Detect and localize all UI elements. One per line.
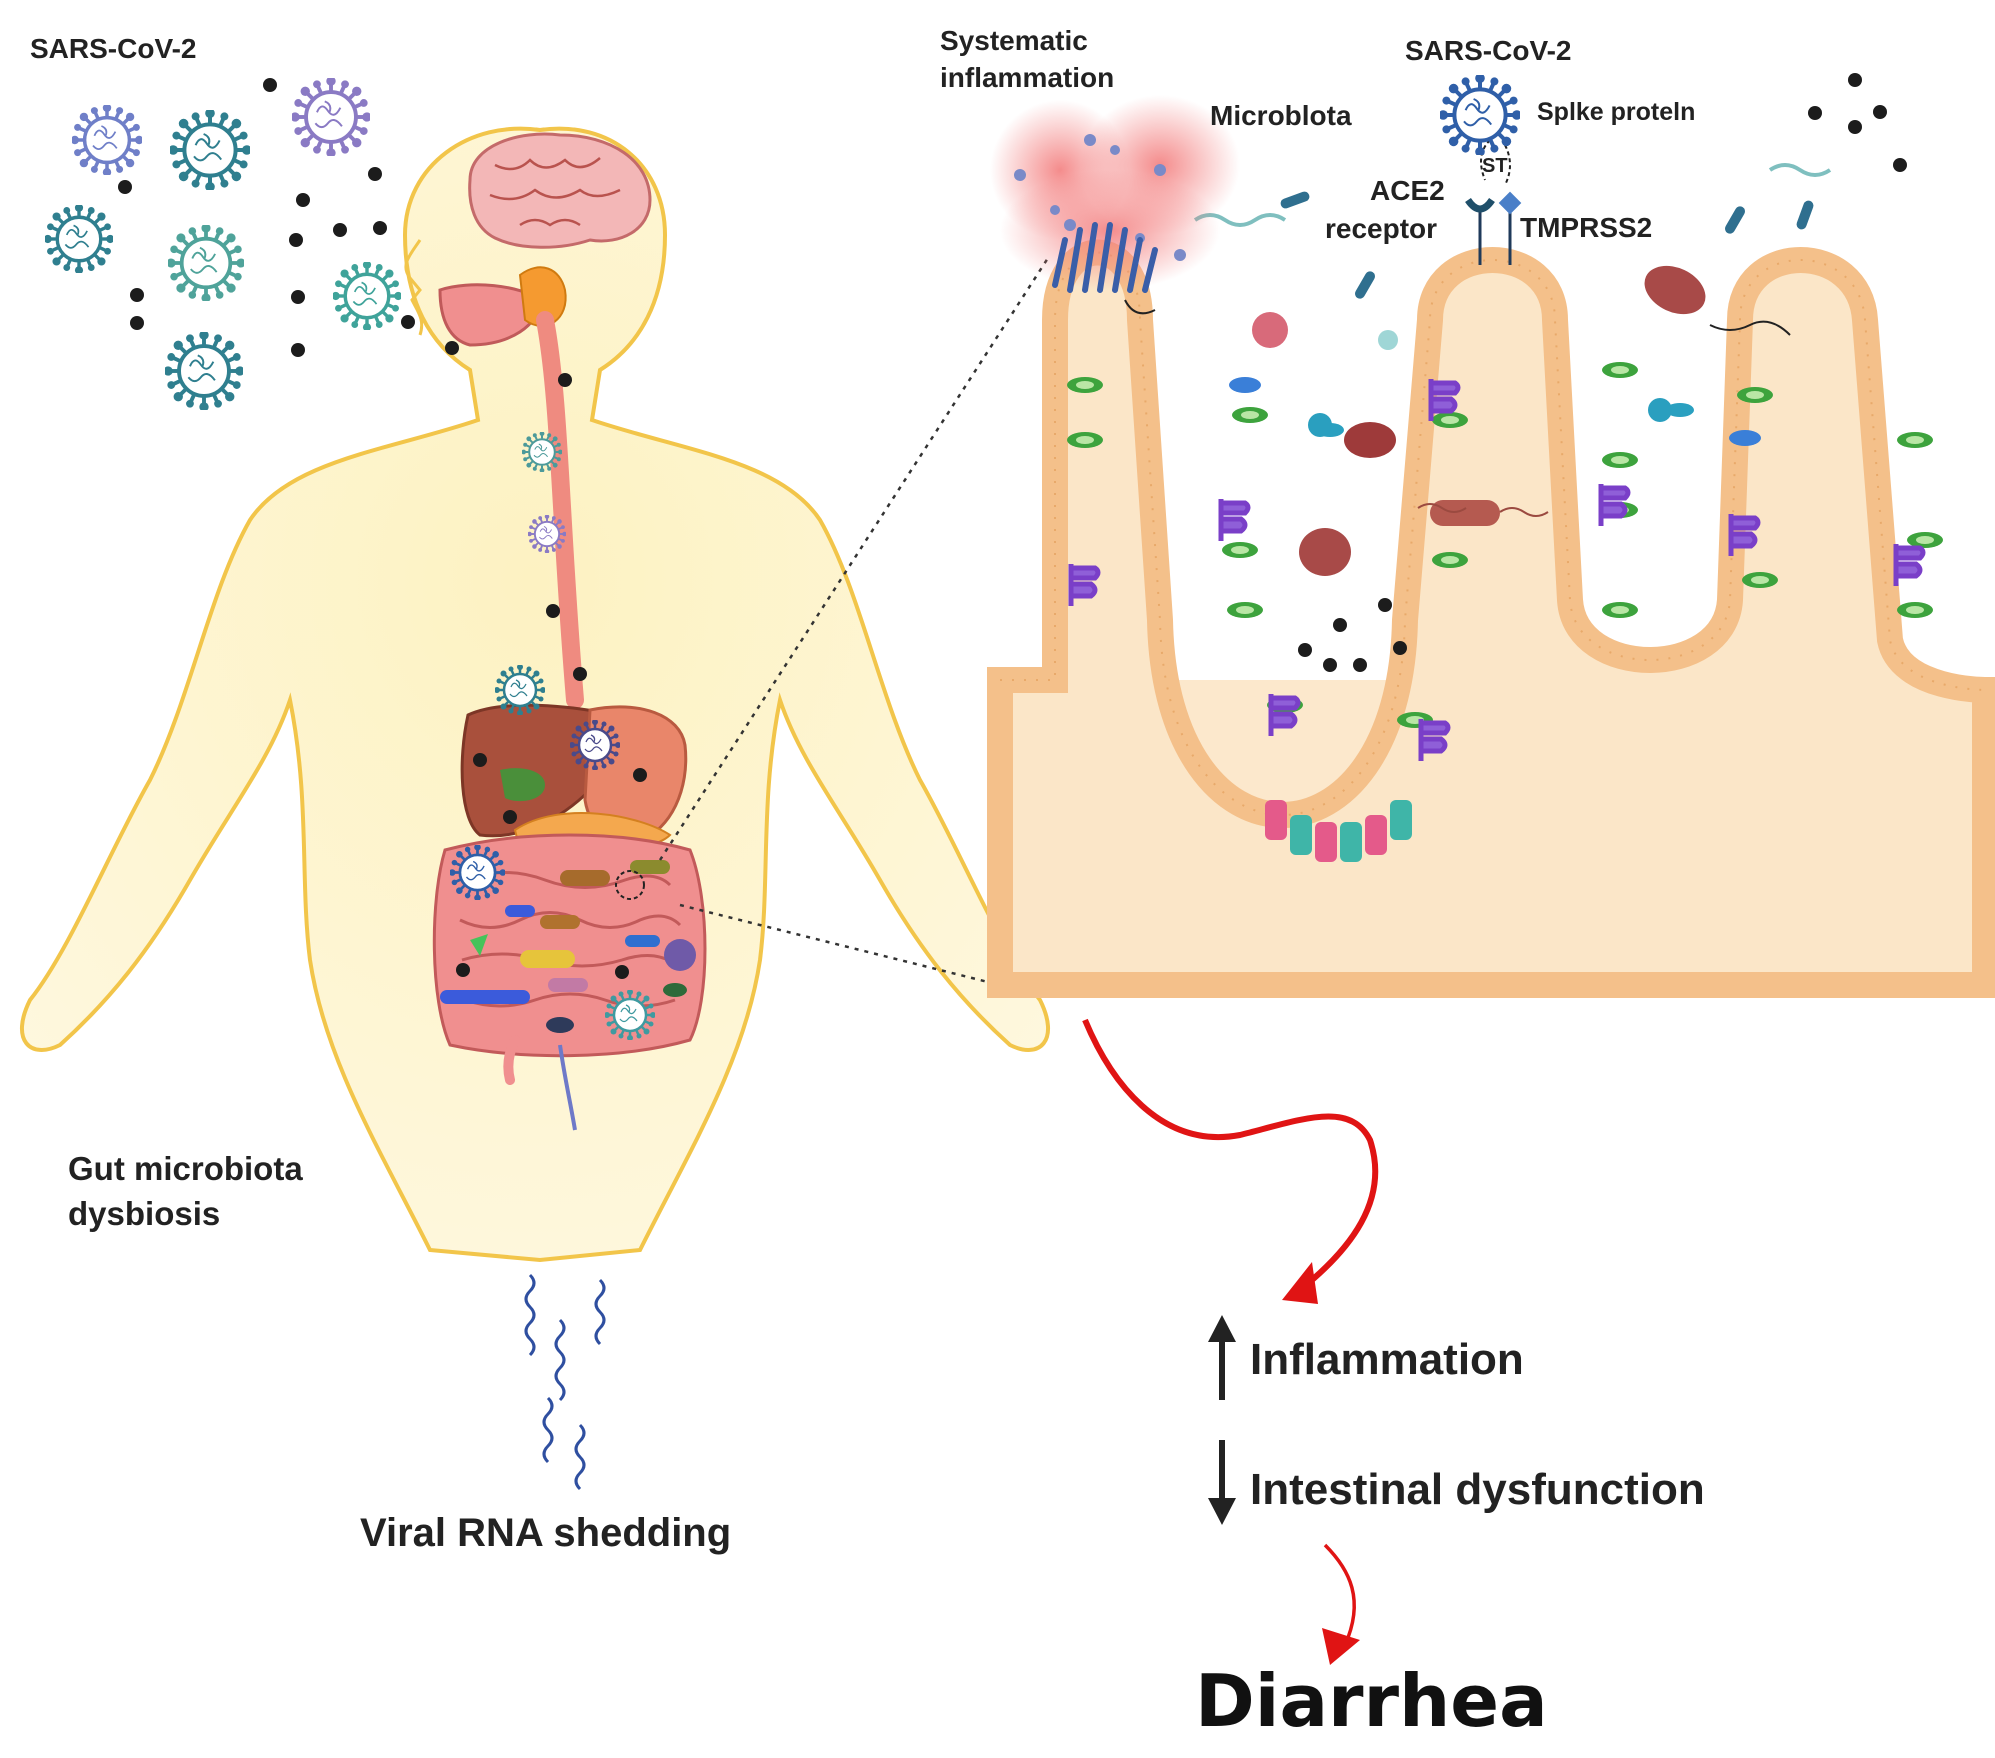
inflammation-label: Inflammation — [1250, 1335, 1524, 1384]
ace2-label: ACE2 — [1370, 175, 1445, 206]
microbiota-label: Microblota — [1210, 100, 1352, 131]
receptor-label: receptor — [1325, 213, 1438, 244]
sars-cov-2-label-left: SARS-CoV-2 — [30, 33, 197, 64]
airborne-viruses — [45, 78, 415, 410]
human-body-illustration — [19, 126, 1051, 1491]
viral-rna-shedding-label: Viral RNA shedding — [360, 1511, 732, 1555]
spike-protein-label: Splke proteln — [1537, 98, 1696, 126]
esophagus — [536, 311, 584, 709]
crypt-stem-cells — [1265, 800, 1412, 862]
intestinal-villi-panel — [987, 73, 1995, 998]
curved-red-arrow-icon — [1323, 1543, 1356, 1646]
bacteria-icon — [440, 860, 696, 1033]
gut-dysbiosis-label-line1: Gut microbiota — [68, 1150, 303, 1187]
tmprss2-label: TMPRSS2 — [1520, 212, 1653, 243]
sars-cov-2-label-right: SARS-CoV-2 — [1405, 35, 1572, 66]
villi-epithelium — [987, 239, 1995, 998]
curved-red-arrow-icon — [1082, 1018, 1379, 1293]
brain-icon — [468, 132, 652, 249]
rna-strand-icon — [524, 1273, 606, 1491]
gut-dysbiosis-label-line2: dysbiosis — [68, 1195, 221, 1232]
st-label: ST — [1482, 155, 1508, 177]
down-arrow-icon — [1208, 1440, 1236, 1525]
bacteria-icon — [1193, 163, 1832, 576]
diarrhea-label: Diarrhea — [1195, 1659, 1548, 1743]
inflammation-cloud — [990, 95, 1240, 315]
systematic-inflammation-label-line2: inflammation — [940, 62, 1115, 93]
up-arrow-icon — [1208, 1315, 1236, 1400]
intestinal-dysfunction-label: Intestinal dysfunction — [1250, 1465, 1705, 1514]
viral-particles — [445, 341, 647, 979]
systematic-inflammation-label-line1: Systematic — [940, 25, 1088, 56]
